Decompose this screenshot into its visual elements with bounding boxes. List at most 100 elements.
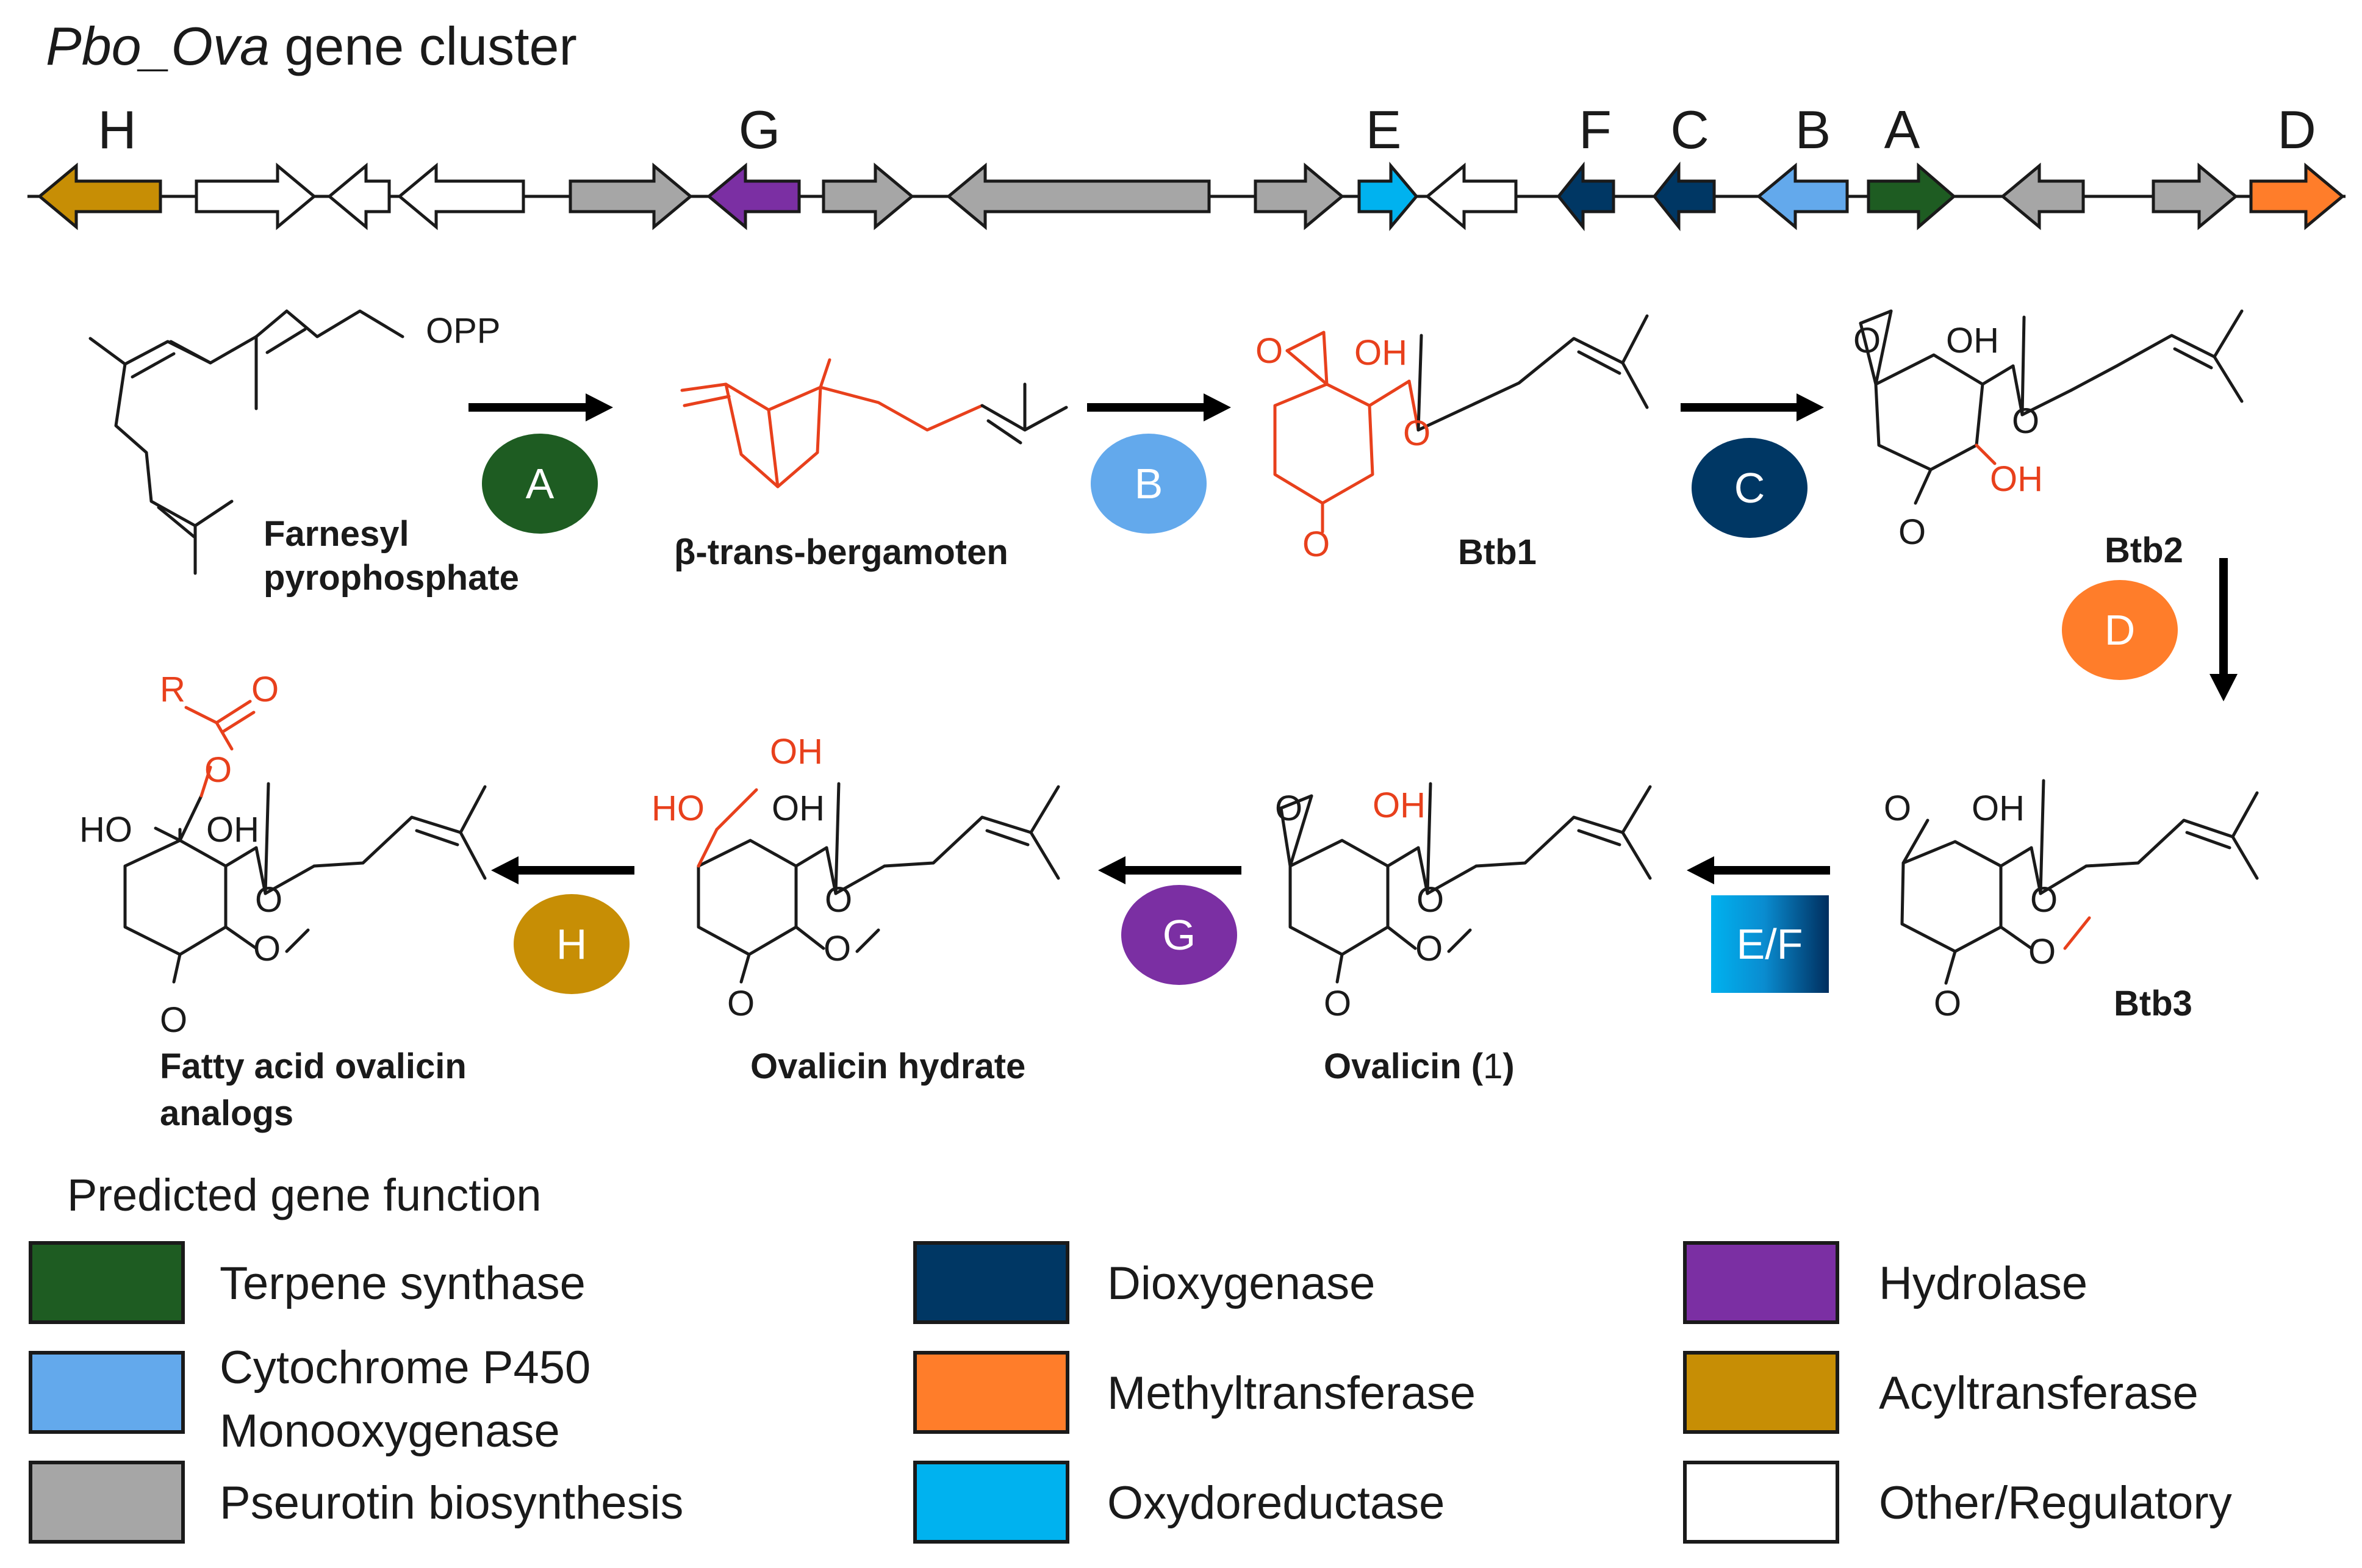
gene-pseurotin-arrow-1	[569, 162, 693, 231]
gene-label-e: E	[1366, 99, 1402, 160]
svg-text:B: B	[1135, 460, 1163, 507]
gene-other-arrow-2	[327, 162, 391, 231]
gene-d-arrow	[2249, 162, 2345, 231]
arrow-btb2-to-btb3	[2209, 558, 2238, 701]
enzyme-badge-a: A	[482, 434, 598, 534]
arrow-btb3-to-ovalicin	[1687, 856, 1830, 884]
legend-label-terpene-synthase: Terpene synthase	[220, 1258, 586, 1309]
gene-other-arrow-1	[195, 162, 317, 231]
legend-swatch-dioxygenase	[913, 1241, 1069, 1324]
legend-swatch-oxydoreductase	[913, 1461, 1069, 1544]
svg-text:R: R	[160, 670, 185, 709]
structure-bergamotene: β-trans-bergamoten	[674, 358, 1068, 572]
svg-text:O: O	[160, 1000, 187, 1040]
legend-label-acyltransferase: Acyltransferase	[1879, 1367, 2199, 1419]
gene-label-f: F	[1579, 99, 1612, 160]
legend-swatch-pseurotin	[29, 1461, 185, 1544]
arrow-ovalicin-to-hydrate	[1098, 856, 1241, 884]
enzyme-badges: A B C D E/F G H	[482, 434, 2178, 994]
arrow-hydrate-to-fatty	[491, 856, 634, 884]
legend-label-other: Other/Regulatory	[1879, 1477, 2232, 1529]
svg-text:O: O	[1853, 321, 1881, 360]
gene-pseurotin-arrow-6	[2152, 162, 2238, 231]
legend-label-p450: Cytochrome P450	[220, 1342, 590, 1394]
legend-swatch-acyltransferase	[1683, 1351, 1839, 1434]
gene-label-a: A	[1884, 99, 1920, 160]
svg-text:HO: HO	[652, 789, 705, 828]
svg-text:O: O	[2028, 932, 2056, 972]
svg-text:O: O	[2030, 880, 2058, 920]
svg-text:OPP: OPP	[426, 311, 501, 351]
svg-text:O: O	[824, 929, 851, 968]
gene-b-arrow	[1756, 162, 1849, 231]
svg-text:OH: OH	[1373, 786, 1426, 825]
structure-fatty-analogs: R O O HO OH O O O Fatty acid ovalicin an…	[79, 670, 487, 1133]
svg-text:D: D	[2105, 606, 2136, 654]
svg-text:O: O	[204, 750, 232, 790]
label-ovalicin: Ovalicin (1)	[1324, 1047, 1515, 1086]
svg-text:O: O	[1255, 331, 1283, 371]
gene-e-arrow	[1357, 162, 1419, 231]
gene-h-arrow	[37, 162, 162, 231]
structure-fpp: OPP Farnesyl pyrophosphate	[88, 309, 519, 598]
legend-swatch-methyltransferase	[913, 1351, 1069, 1434]
label-bergamotene: β-trans-bergamoten	[674, 532, 1008, 572]
legend-swatch-other	[1683, 1461, 1839, 1544]
arrow-bergamotene-to-btb1	[1087, 393, 1231, 421]
gene-letters: H G E F C B A D	[98, 99, 2316, 160]
enzyme-badge-g: G	[1121, 885, 1237, 985]
gene-label-c: C	[1670, 99, 1709, 160]
gene-pseurotin-arrow-3	[946, 162, 1211, 231]
gene-label-h: H	[98, 99, 137, 160]
svg-text:O: O	[1324, 984, 1351, 1023]
legend-title: Predicted gene function	[67, 1170, 542, 1220]
svg-text:O: O	[1302, 524, 1330, 564]
svg-text:O: O	[1884, 789, 1911, 828]
svg-text:O: O	[253, 929, 281, 968]
reaction-arrows	[468, 393, 2238, 884]
svg-text:O: O	[1416, 880, 1444, 920]
label-btb2: Btb2	[2105, 531, 2183, 570]
label-btb3: Btb3	[2114, 984, 2192, 1023]
svg-text:O: O	[2012, 401, 2039, 441]
gene-pseurotin-arrow-5	[2000, 162, 2085, 231]
svg-text:OH: OH	[1972, 789, 2025, 828]
svg-text:O: O	[255, 880, 282, 920]
structure-btb1: O OH O O Btb1	[1255, 314, 1649, 572]
legend-label-p450-2: Monooxygenase	[220, 1405, 560, 1457]
gene-other-arrow-4	[1425, 162, 1518, 231]
svg-text:O: O	[727, 984, 755, 1023]
legend-swatch-p450	[29, 1351, 185, 1434]
svg-text:E/F: E/F	[1737, 920, 1803, 968]
gene-other-arrow-3	[397, 162, 525, 231]
legend	[29, 1241, 1839, 1544]
enzyme-badge-b: B	[1091, 434, 1207, 534]
structure-btb3: O OH O O O Btb3	[1884, 779, 2259, 1023]
gene-arrows	[37, 161, 2345, 232]
svg-text:OH: OH	[1946, 321, 1999, 360]
svg-text:OH: OH	[206, 810, 259, 850]
gene-label-g: G	[739, 99, 780, 160]
structure-btb2: O OH O O OH Btb2	[1853, 309, 2244, 570]
legend-label-dioxygenase: Dioxygenase	[1107, 1258, 1375, 1309]
label-fpp-2: pyrophosphate	[264, 558, 519, 598]
gene-label-b: B	[1795, 99, 1831, 160]
svg-text:O: O	[1403, 413, 1430, 453]
structure-ovalicin: O OH O O O Ovalicin (1)	[1275, 782, 1652, 1086]
svg-text:O: O	[1275, 789, 1302, 828]
enzyme-badge-h: H	[514, 894, 630, 994]
svg-text:H: H	[556, 920, 587, 968]
label-fpp: Farnesyl	[264, 514, 409, 554]
legend-swatch-terpene-synthase	[29, 1241, 185, 1324]
svg-text:O: O	[1898, 512, 1926, 552]
legend-labels: Terpene synthase Cytochrome P450 Monooxy…	[220, 1258, 2232, 1529]
gene-pseurotin-arrow-4	[1254, 162, 1344, 231]
svg-text:G: G	[1163, 911, 1196, 959]
gene-f-arrow	[1556, 161, 1615, 232]
gene-pseurotin-arrow-2	[822, 162, 914, 231]
arrow-btb1-to-btb2	[1681, 393, 1824, 421]
svg-text:A: A	[526, 460, 555, 507]
label-btb1: Btb1	[1458, 532, 1537, 572]
enzyme-badge-c: C	[1692, 438, 1807, 538]
arrow-fpp-to-bergamotene	[468, 393, 613, 421]
